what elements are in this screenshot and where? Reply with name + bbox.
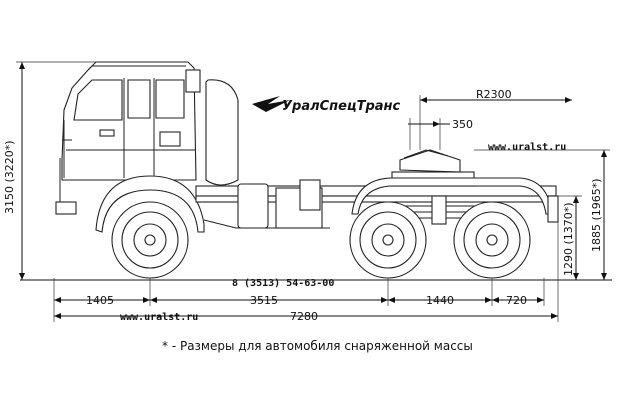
total-length-label: 7280 xyxy=(290,310,318,323)
offset-dimension: 350 xyxy=(408,118,473,150)
model-code-label: 8 (3513) 54-63-00 xyxy=(232,278,334,289)
footnote: * - Размеры для автомобиля снаряженной м… xyxy=(162,339,473,353)
total-length-dimension: www.uralst.ru 7280 xyxy=(54,222,559,323)
bogie-spacing-label: 1440 xyxy=(426,294,454,307)
height-coupling-dimension: 1885 (1965*) xyxy=(474,149,610,280)
height-frame-dimension: 1290 (1370*) xyxy=(556,195,582,280)
offset-label: 350 xyxy=(452,118,473,131)
wing-icon xyxy=(252,96,290,112)
brand-logo: УралСпецТранс xyxy=(252,96,401,114)
length-segments-dimension: 1405 3515 1440 720 xyxy=(53,278,545,322)
radius-label: R2300 xyxy=(476,88,512,101)
model-code: 8 (3513) 54-63-00 xyxy=(232,278,334,289)
url-bottom: www.uralst.ru xyxy=(120,312,198,323)
radius-dimension: R2300 xyxy=(419,88,572,150)
rear-wheel xyxy=(453,201,531,279)
rear-overhang-label: 720 xyxy=(506,294,527,307)
front-overhang-label: 1405 xyxy=(86,294,114,307)
wheelbase-label: 3515 xyxy=(250,294,278,307)
logo-text: УралСпецТранс xyxy=(282,99,401,114)
truck-outline xyxy=(55,61,559,233)
url-top: www.uralst.ru xyxy=(488,142,566,153)
middle-wheel xyxy=(349,201,427,279)
height-total-label: 3150 (3220*) xyxy=(3,140,16,214)
height-total-dimension: 3150 (3220*) xyxy=(3,61,96,280)
height-frame-label: 1290 (1370*) xyxy=(562,202,575,276)
wheels xyxy=(111,201,531,279)
height-coupling-label: 1885 (1965*) xyxy=(590,178,603,252)
front-wheel xyxy=(111,201,189,279)
